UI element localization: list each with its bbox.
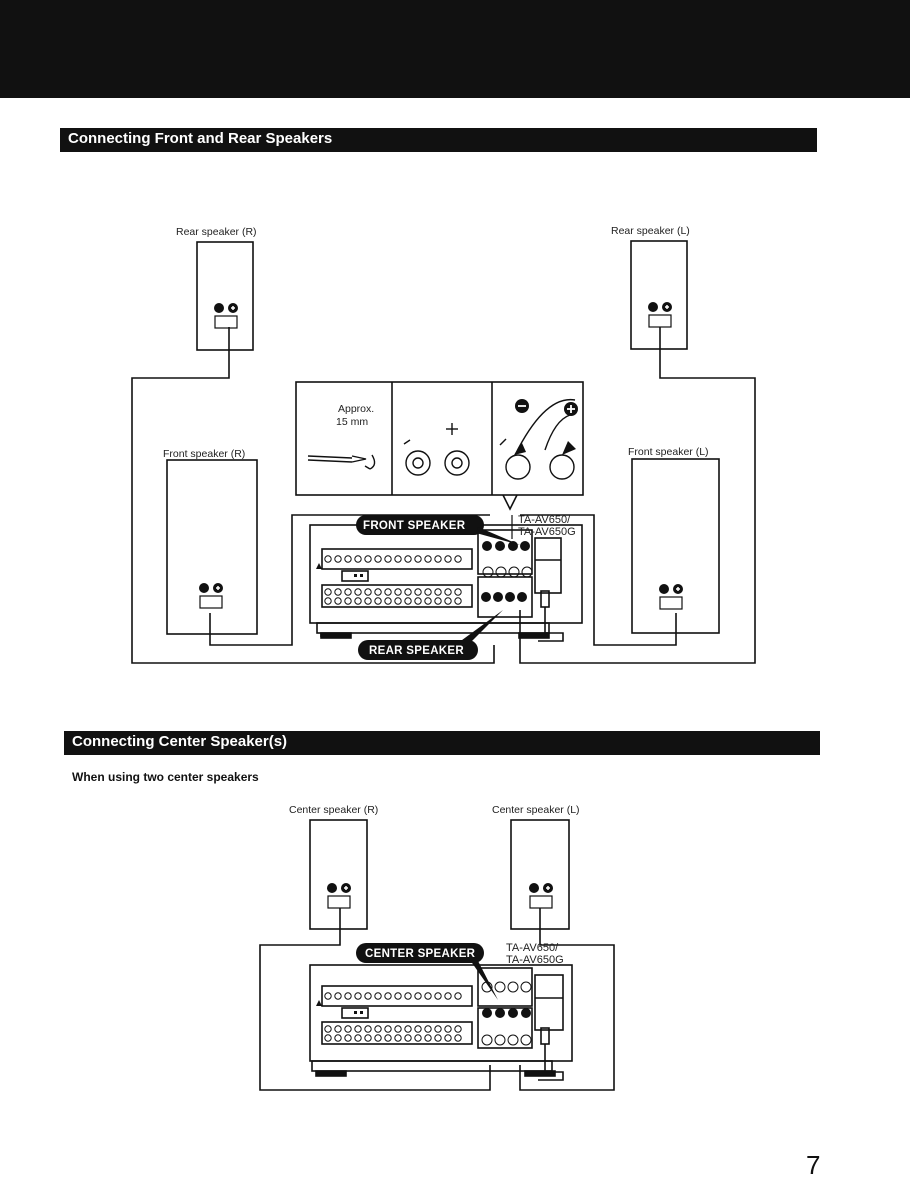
- center-speaker-badge: CENTER SPEAKER: [365, 948, 476, 960]
- model-label-line1: TA-AV650/: [518, 514, 571, 526]
- front-speaker-r-label: Front speaker (R): [163, 448, 245, 460]
- section-title-front-rear: Connecting Front and Rear Speakers: [60, 128, 817, 152]
- center-speaker-l-label: Center speaker (L): [492, 804, 580, 816]
- strip-length-value-label: 15 mm: [336, 416, 368, 428]
- front-speaker-badge: FRONT SPEAKER: [363, 520, 466, 532]
- page-number: 7: [806, 1150, 821, 1180]
- model-label-line2-center: TA-AV650G: [506, 954, 564, 966]
- rear-speaker-badge: REAR SPEAKER: [369, 645, 464, 657]
- model-label-line2: TA-AV650G: [518, 526, 576, 538]
- model-label-line1-center: TA-AV650/: [506, 942, 559, 954]
- rear-speaker-r-label: Rear speaker (R): [176, 226, 257, 238]
- center-speaker-diagram: Center speaker (R) Center speaker (L) CE…: [259, 804, 615, 1091]
- two-center-speakers-subheading: When using two center speakers: [72, 770, 259, 784]
- strip-length-approx-label: Approx.: [338, 403, 374, 415]
- section-title-center: Connecting Center Speaker(s): [64, 731, 820, 755]
- front-speaker-l-label: Front speaker (L): [628, 446, 709, 458]
- center-speaker-r-label: Center speaker (R): [289, 804, 378, 816]
- rear-speaker-l-label: Rear speaker (L): [611, 225, 690, 237]
- front-rear-speaker-diagram: Rear speaker (R) Rear speaker (L) Front …: [131, 225, 756, 664]
- header-band: [0, 0, 910, 98]
